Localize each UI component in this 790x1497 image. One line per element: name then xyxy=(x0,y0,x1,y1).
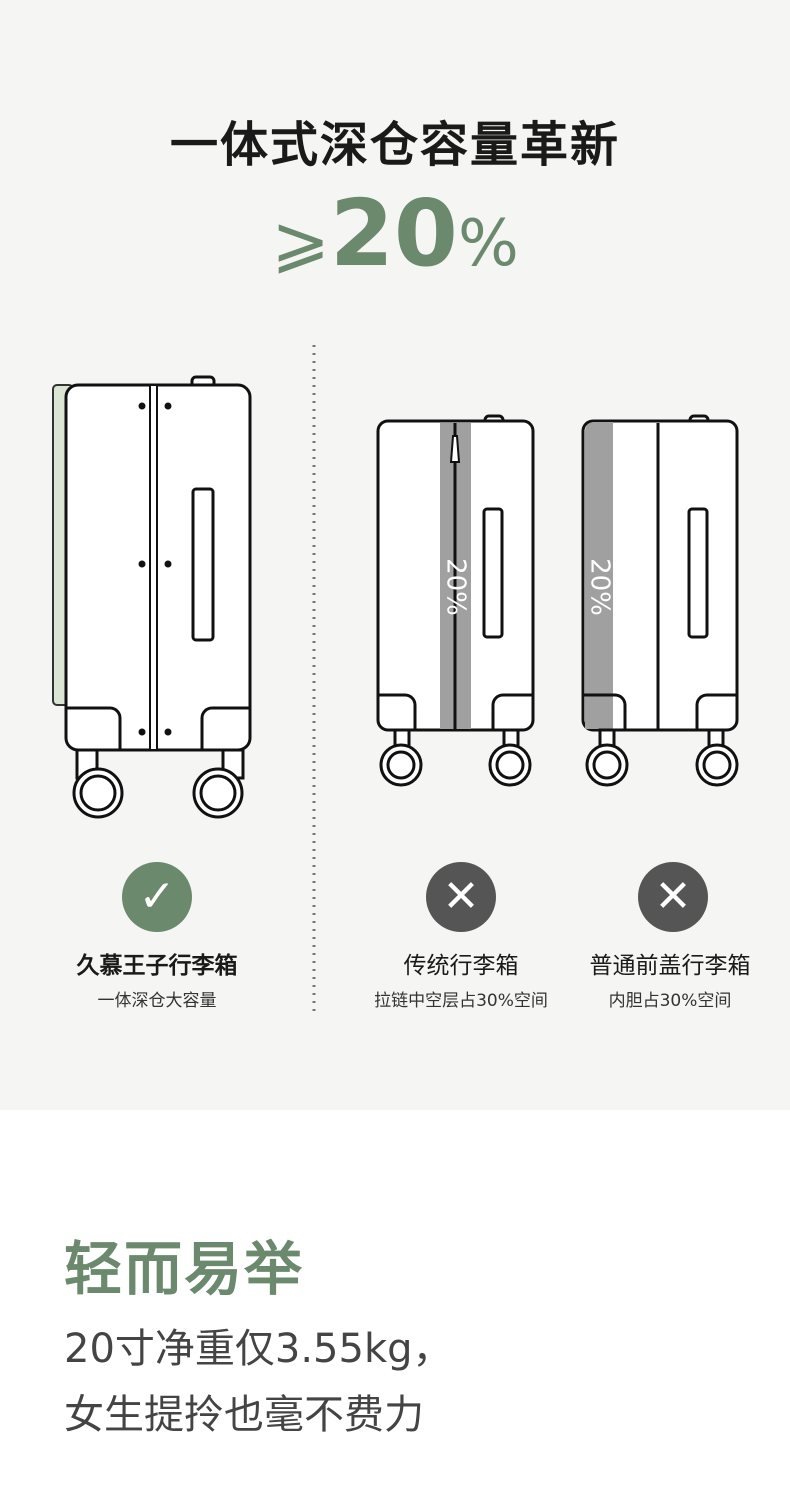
capacity-value: 20 xyxy=(329,180,458,287)
suitcase-illustrations: 20% 20% xyxy=(52,345,739,1012)
feature-title: 轻而易举 xyxy=(64,1235,305,1303)
product-name: 普通前盖行李箱 xyxy=(589,953,751,979)
label-jiumu: 久慕王子行李箱一体深仓大容量 xyxy=(37,946,277,1011)
label-front-lid: 普通前盖行李箱内胆占30%空间 xyxy=(550,946,790,1011)
capacity-figure: ⩾20% xyxy=(0,180,790,287)
product-desc: 拉链中空层占30%空间 xyxy=(374,991,548,1011)
suitcase-traditional xyxy=(376,414,535,787)
feature-line-2: 女生提拎也毫不费力 xyxy=(64,1392,424,1438)
band-label-front-lid: 20% xyxy=(585,558,615,616)
section-title: 一体式深仓容量革新 xyxy=(169,117,620,173)
suitcase-front-lid xyxy=(581,414,739,787)
band-label-traditional: 20% xyxy=(441,558,471,616)
product-desc: 一体深仓大容量 xyxy=(97,991,217,1011)
product-name: 传统行李箱 xyxy=(403,953,519,979)
product-name: 久慕王子行李箱 xyxy=(76,953,238,979)
cross-icon: ✕ xyxy=(638,862,708,932)
suitcase-jiumu xyxy=(52,375,252,819)
feature-line-1: 20寸净重仅3.55kg， xyxy=(64,1326,453,1372)
check-icon: ✓ xyxy=(122,862,192,932)
cross-icon: ✕ xyxy=(426,862,496,932)
percent-sign: % xyxy=(457,207,519,281)
ge-sign: ⩾ xyxy=(271,200,330,282)
label-traditional: 传统行李箱拉链中空层占30%空间 xyxy=(341,946,581,1011)
product-desc: 内胆占30%空间 xyxy=(608,991,732,1011)
